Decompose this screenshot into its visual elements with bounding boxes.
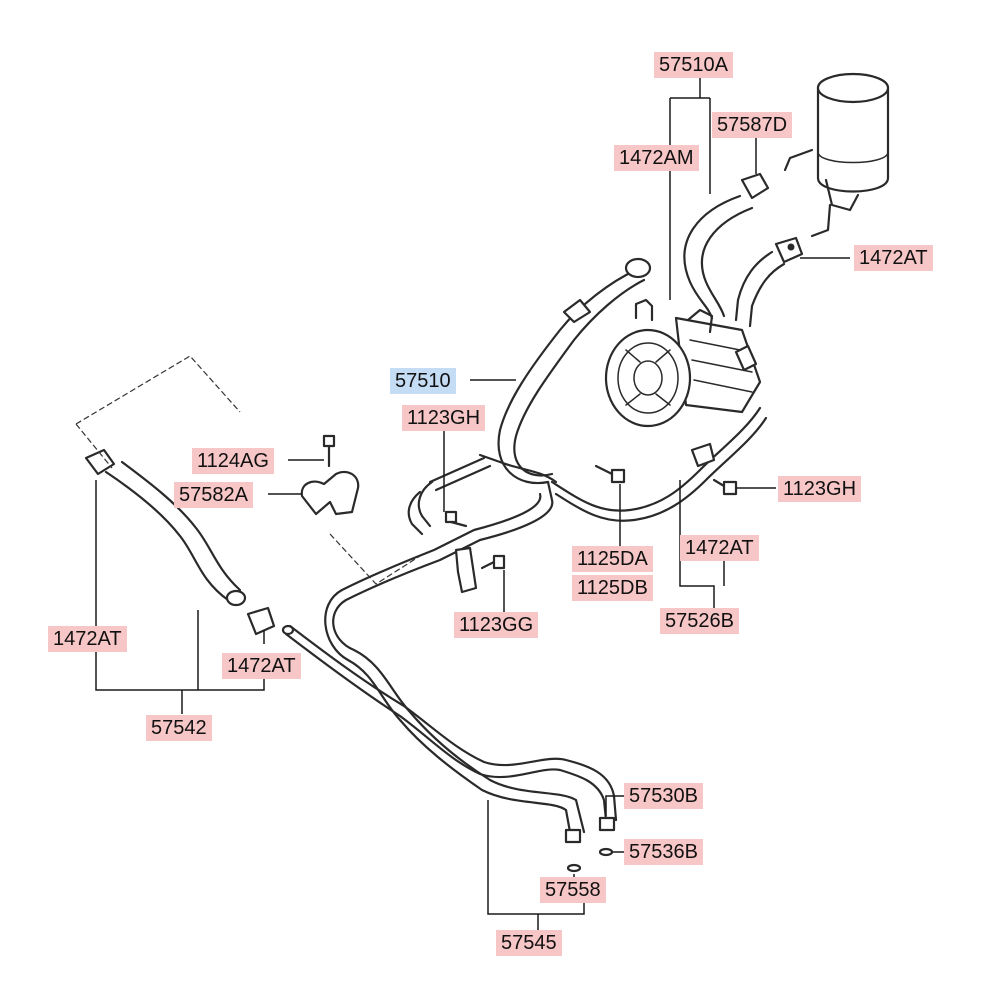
callout-57510A[interactable]: 57510A [654, 52, 733, 78]
pressure-hose[interactable] [497, 268, 638, 485]
suction-hose[interactable] [683, 194, 742, 320]
callout-1124AG[interactable]: 1124AG [192, 448, 274, 474]
callout-57545[interactable]: 57545 [496, 930, 562, 956]
callout-1472AT-lower[interactable]: 1472AT [222, 653, 301, 679]
callout-57587D[interactable]: 57587D [712, 112, 793, 138]
callout-1123GH-right[interactable]: 1123GH [778, 476, 862, 502]
callout-57530B[interactable]: 57530B [624, 783, 703, 809]
callout-57526B[interactable]: 57526B [660, 608, 739, 634]
mounting-bracket[interactable] [300, 470, 360, 516]
bolt-1123GH-right[interactable] [712, 478, 738, 496]
bolt-1123GH-left[interactable] [444, 510, 468, 528]
fitting-57545[interactable] [564, 828, 582, 844]
callout-1472AT-left[interactable]: 1472AT [48, 626, 127, 652]
pressure-line[interactable] [332, 480, 586, 834]
hose-clamp-upper[interactable] [740, 172, 804, 264]
callout-1472AM[interactable]: 1472AM [614, 145, 699, 171]
leader-lines [95, 78, 850, 930]
fitting-57530B[interactable] [598, 816, 616, 832]
line-bracket[interactable] [454, 546, 478, 594]
callout-57542[interactable]: 57542 [146, 715, 212, 741]
hose-route-dashed [75, 355, 241, 469]
callout-1125DA[interactable]: 1125DA [572, 546, 653, 572]
power-steering-pump[interactable] [604, 298, 762, 428]
hose-clamp-left[interactable] [84, 448, 276, 636]
callout-57582A[interactable]: 57582A [174, 482, 253, 508]
callout-57510[interactable]: 57510 [390, 368, 456, 394]
callout-1472AT-mid[interactable]: 1472AT [680, 535, 759, 561]
reservoir-tank[interactable] [783, 72, 890, 238]
bolt-1124AG[interactable] [322, 434, 336, 468]
callout-57558[interactable]: 57558 [540, 877, 606, 903]
callout-1125DB[interactable]: 1125DB [572, 575, 653, 601]
callout-57536B[interactable]: 57536B [624, 839, 703, 865]
return-line[interactable] [284, 632, 608, 822]
o-ring-57536B[interactable] [598, 847, 614, 857]
callout-1123GG[interactable]: 1123GG [454, 612, 539, 638]
callout-1123GH-left[interactable]: 1123GH [402, 405, 486, 431]
callout-1472AT-reservoir[interactable]: 1472AT [854, 245, 933, 271]
bolt-1125DA[interactable] [594, 464, 626, 484]
return-hose[interactable] [104, 470, 230, 602]
bolt-1123GG[interactable] [480, 554, 506, 570]
o-ring-57558[interactable] [566, 863, 582, 873]
